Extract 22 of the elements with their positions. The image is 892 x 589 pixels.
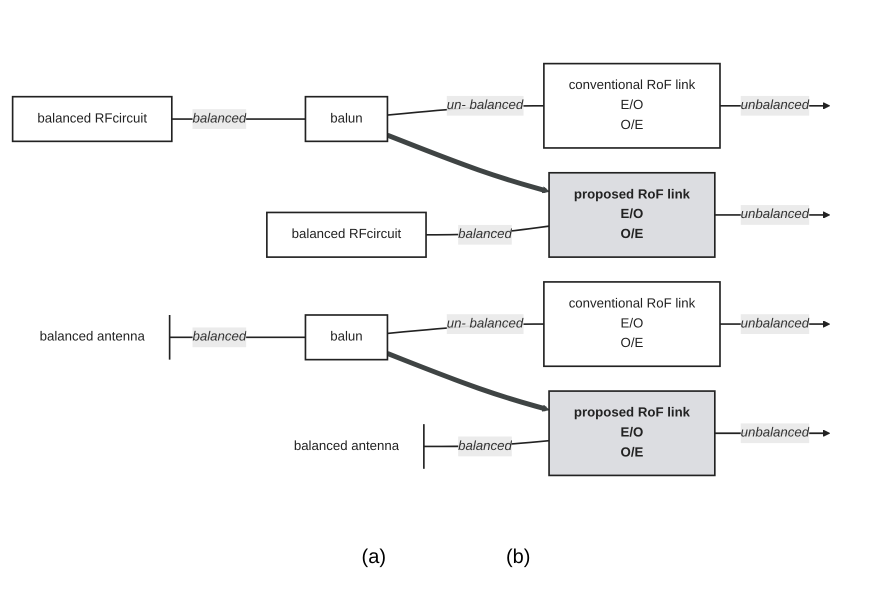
edge-label: unbalanced bbox=[740, 98, 810, 113]
edge-label: un- balanced bbox=[446, 317, 524, 332]
arrow bbox=[386, 133, 550, 194]
node-box: balanced RFcircuit bbox=[266, 212, 427, 258]
edge-label: unbalanced bbox=[740, 426, 810, 440]
edge-label: unbalanced bbox=[740, 317, 810, 332]
panel-label: (b) bbox=[506, 546, 530, 569]
edge-label: un- balanced bbox=[446, 98, 524, 113]
edge-label: balanced bbox=[192, 112, 246, 126]
node-box: conventional RoF link E/O O/E bbox=[543, 63, 721, 150]
edge-label: balanced bbox=[458, 440, 512, 454]
node-box: balanced RFcircuit bbox=[12, 96, 173, 143]
panel-label: (a) bbox=[362, 546, 386, 569]
edge-label: balanced bbox=[192, 330, 246, 344]
node-box: balun bbox=[304, 314, 388, 361]
node-box: proposed RoF link E/O O/E bbox=[548, 172, 716, 258]
node-box: conventional RoF link E/O O/E bbox=[543, 282, 721, 368]
edge-label: balanced bbox=[458, 228, 512, 242]
node-box: balun bbox=[304, 96, 388, 143]
edge-label: unbalanced bbox=[740, 208, 810, 222]
node-box: proposed RoF link E/O O/E bbox=[548, 390, 716, 477]
arrow bbox=[386, 352, 550, 412]
